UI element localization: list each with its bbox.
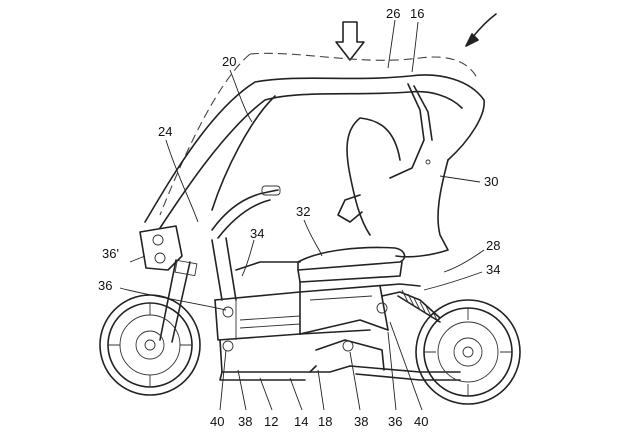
- label-26: 26: [386, 6, 400, 21]
- label-40-right: 40: [414, 414, 428, 429]
- label-18: 18: [318, 414, 332, 429]
- roof-dashed-front: [159, 53, 251, 216]
- label-14: 14: [294, 414, 308, 429]
- figure-pointer-arrow-icon: [465, 13, 497, 47]
- label-32: 32: [296, 204, 310, 219]
- rear-body-panel: [337, 83, 449, 258]
- rear-shock-absorber: [397, 289, 441, 323]
- label-24: 24: [158, 124, 172, 139]
- mount-points: [222, 302, 388, 352]
- seat: [297, 246, 406, 283]
- rear-wheel: [415, 299, 521, 405]
- label-36-left: 36: [98, 278, 112, 293]
- label-30: 30: [484, 174, 498, 189]
- label-36-right: 36: [388, 414, 402, 429]
- label-12: 12: [264, 414, 278, 429]
- roof-dashed-outline: [249, 52, 479, 81]
- front-fork: [159, 259, 198, 343]
- load-arrow-icon: [335, 21, 365, 61]
- label-36-prime: 36': [102, 246, 119, 261]
- label-34-lower: 34: [486, 262, 500, 277]
- leader-lines: [119, 19, 485, 411]
- label-20: 20: [222, 54, 236, 69]
- label-16: 16: [410, 6, 424, 21]
- label-38-left: 38: [238, 414, 252, 429]
- label-28: 28: [486, 238, 500, 253]
- roof-canopy: [144, 74, 485, 229]
- handlebar: [211, 185, 281, 239]
- chassis-frame: [211, 237, 421, 381]
- reference-labels: 26 16 20 24 30 32 34 36' 28 34 36 40 38 …: [98, 6, 500, 429]
- label-40-left: 40: [210, 414, 224, 429]
- label-38-right: 38: [354, 414, 368, 429]
- rear-swingarm: [349, 291, 461, 381]
- front-wheel: [99, 294, 201, 396]
- label-34-upper: 34: [250, 226, 264, 241]
